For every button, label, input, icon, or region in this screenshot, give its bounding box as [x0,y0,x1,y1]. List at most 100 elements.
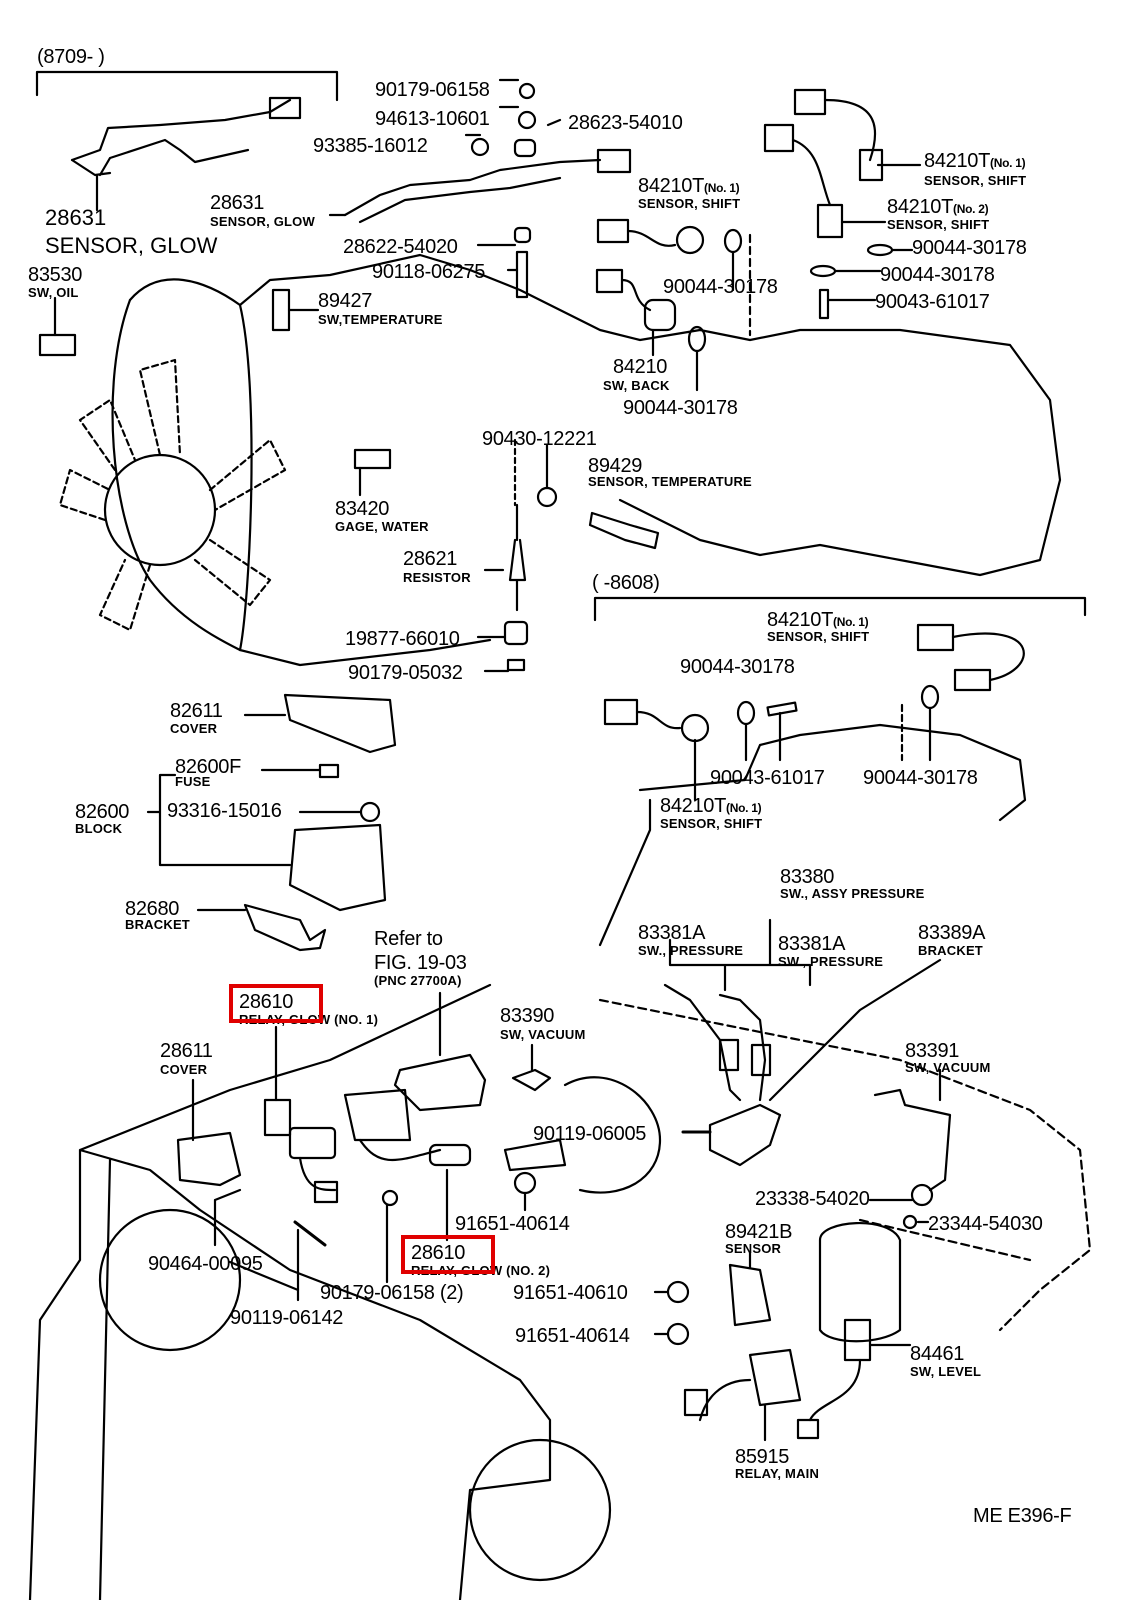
part-84210-name: SW, BACK [603,378,670,393]
screw-icon [470,137,490,157]
part-suffix: (No. 1) [990,156,1026,170]
part-84461-name: SW, LEVEL [910,1364,982,1379]
part-number: 84210T [887,196,954,218]
part-90043-61017[interactable]: 90043-61017 [875,291,990,313]
part-28631-number[interactable]: 28631 [45,205,107,230]
part-89427-number[interactable]: 89427 [318,290,373,312]
part-number: 84210T [660,795,727,817]
part-19877-66010[interactable]: 19877-66010 [345,628,460,650]
part-90464-00095[interactable]: 90464-00095 [148,1253,263,1275]
headlight-icon [98,1208,242,1352]
part-28631-number[interactable]: 28631 [210,192,265,214]
part-83381A-number[interactable]: 83381A [638,922,706,944]
part-84461-number[interactable]: 84461 [910,1343,965,1365]
part-28610-number-highlighted[interactable]: 28610 [411,1242,466,1264]
part-90044-30178[interactable]: 90044-30178 [912,237,1027,259]
part-28621-number[interactable]: 28621 [403,548,458,570]
group-label-8709: (8709- ) [37,46,105,68]
part-90179-06158[interactable]: 90179-06158 [375,79,490,101]
part-85915-number[interactable]: 85915 [735,1446,790,1468]
part-84210T-number[interactable]: 84210T(No. 1) [924,151,1026,171]
cover-icon [283,693,397,754]
fan-hub-icon [103,453,217,567]
part-83530-number[interactable]: 83530 [28,264,83,286]
highlight-box [229,984,323,1023]
part-number: 84210T [767,609,834,631]
part-82611-number[interactable]: 82611 [170,700,223,722]
part-84210T-number[interactable]: 84210T(No. 1) [660,795,762,817]
part-28623-54010[interactable]: 28623-54010 [568,112,683,134]
part-82680-number[interactable]: 82680 [125,898,180,920]
part-91651-40614[interactable]: 91651-40614 [455,1213,570,1235]
part-91651-40614[interactable]: 91651-40614 [515,1325,630,1347]
part-90118-06275[interactable]: 90118-06275 [372,261,486,283]
part-83391-number[interactable]: 83391 [905,1040,960,1062]
part-90044-30178[interactable]: 90044-30178 [880,264,995,286]
part-90044-30178[interactable]: 90044-30178 [680,656,795,678]
part-90044-30178[interactable]: 90044-30178 [663,276,778,298]
washer-icon [517,110,537,130]
part-83381A-number[interactable]: 83381A [778,933,846,955]
highlight-box [401,1235,495,1274]
part-82600F-name: FUSE [175,774,211,789]
part-94613-10601[interactable]: 94613-10601 [375,108,490,130]
glow-sensor-harness-2 [343,158,602,224]
part-28622-54020[interactable]: 28622-54020 [343,236,458,258]
part-90430-12221[interactable]: 90430-12221 [482,428,597,450]
part-82611-name: COVER [170,721,218,736]
part-90119-06142[interactable]: 90119-06142 [230,1307,344,1329]
part-93385-16012[interactable]: 93385-16012 [313,135,428,157]
part-82600F-number[interactable]: 82600F [175,756,242,778]
part-23344-54030[interactable]: 23344-54030 [928,1213,1043,1235]
part-89421B-name: SENSOR [725,1241,782,1256]
fuse-block-icon [288,823,387,912]
water-gauge-icon [353,448,392,470]
part-89429-number[interactable]: 89429 [588,455,643,477]
part-suffix: (No. 1) [726,801,762,815]
part-93316-15016[interactable]: 93316-15016 [167,800,282,822]
part-84210T-name: SENSOR, SHIFT [924,173,1027,188]
part-28611-number[interactable]: 28611 [160,1040,213,1062]
part-28610-number-highlighted[interactable]: 28610 [239,991,294,1013]
nut-icon [518,82,536,100]
part-suffix: (No. 1) [704,181,740,195]
part-83389A-name: BRACKET [918,943,983,958]
part-82600-name: BLOCK [75,821,123,836]
part-89421B-number[interactable]: 89421B [725,1221,793,1243]
oil-switch-icon [38,333,77,357]
part-84210T-number[interactable]: 84210T(No. 1) [767,609,869,631]
part-83390-name: SW, VACUUM [500,1027,586,1042]
part-83389A-number[interactable]: 83389A [918,922,986,944]
part-83420-number[interactable]: 83420 [335,498,390,520]
part-90179-05032[interactable]: 90179-05032 [348,662,463,684]
part-89427-name: SW,TEMPERATURE [318,312,443,327]
part-23338-54020[interactable]: 23338-54020 [755,1188,870,1210]
refer-figure-link[interactable]: FIG. 19-03 [374,952,467,974]
part-90044-30178[interactable]: 90044-30178 [863,767,978,789]
part-28611-name: COVER [160,1062,208,1077]
part-90043-61017[interactable]: 90043-61017 [710,767,825,789]
part-84210T-name: SENSOR, SHIFT [767,629,870,644]
part-82600-number[interactable]: 82600 [75,801,130,823]
part-83390-number[interactable]: 83390 [500,1005,555,1027]
fan-icon [58,358,287,632]
part-84210T-number[interactable]: 84210T(No. 1) [638,175,740,197]
part-85915-name: RELAY, MAIN [735,1466,820,1481]
part-84210T-number[interactable]: 84210T(No. 2) [887,196,989,218]
group-bracket-8709 [35,70,339,102]
part-84210T-name: SENSOR, SHIFT [887,217,990,232]
part-90044-30178[interactable]: 90044-30178 [623,397,738,419]
part-90179-06158[interactable]: 90179-06158 (2) [320,1282,464,1304]
part-83380-name: SW., ASSY PRESSURE [780,886,925,901]
connector-icon [268,96,302,120]
part-90119-06005[interactable]: 90119-06005 [533,1123,647,1145]
refer-to-label: Refer to [374,928,443,950]
part-83420-name: GAGE, WATER [335,519,429,534]
part-84210-number[interactable]: 84210 [613,356,668,378]
part-number: 84210T [638,175,705,197]
part-91651-40610[interactable]: 91651-40610 [513,1282,628,1304]
part-suffix: (No. 1) [833,615,869,629]
cover-28611-icon [176,1131,242,1187]
part-83380-number[interactable]: 83380 [780,866,835,888]
